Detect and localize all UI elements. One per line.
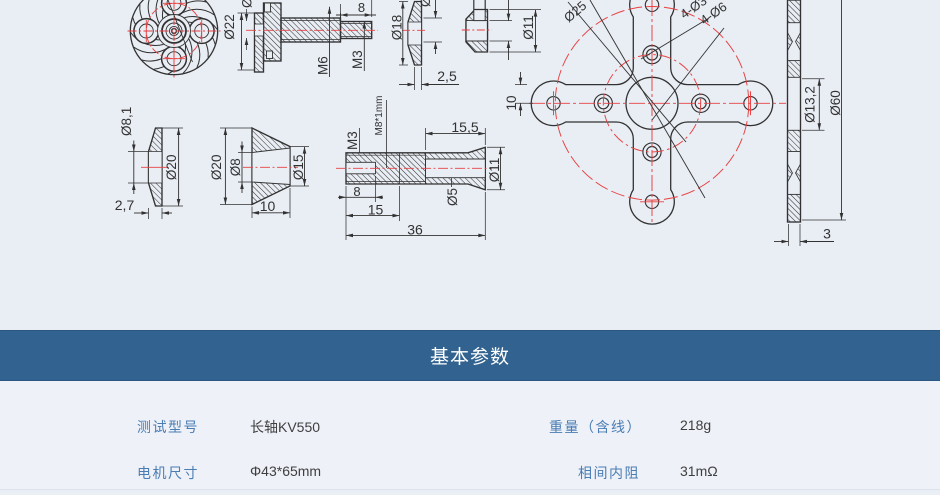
- svg-text:8: 8: [358, 0, 365, 15]
- svg-text:M3: M3: [350, 50, 365, 69]
- svg-text:2,5: 2,5: [437, 68, 457, 84]
- svg-text:Ø13,2: Ø13,2: [803, 86, 818, 123]
- svg-text:Ø11: Ø11: [521, 15, 536, 40]
- svg-text:3: 3: [823, 226, 831, 242]
- svg-text:10: 10: [260, 198, 276, 214]
- svg-text:Ø22: Ø22: [222, 14, 237, 40]
- svg-text:M3: M3: [345, 131, 360, 150]
- svg-text:Ø5: Ø5: [445, 188, 460, 206]
- svg-text:Ø11: Ø11: [487, 158, 502, 183]
- svg-text:M6: M6: [316, 56, 331, 75]
- svg-text:8: 8: [353, 184, 360, 199]
- svg-text:Ø20: Ø20: [164, 155, 179, 181]
- svg-text:36: 36: [407, 222, 423, 238]
- svg-text:Ø20: Ø20: [209, 155, 224, 181]
- svg-text:15: 15: [368, 202, 384, 218]
- svg-text:Ø8,1: Ø8,1: [119, 107, 134, 136]
- svg-text:Ø8: Ø8: [418, 0, 433, 7]
- svg-text:2,7: 2,7: [115, 197, 135, 213]
- svg-text:Ø6: Ø6: [240, 0, 255, 8]
- svg-text:Ø18: Ø18: [390, 15, 405, 41]
- svg-text:Ø15: Ø15: [291, 155, 306, 181]
- svg-text:15,5: 15,5: [451, 119, 478, 135]
- svg-text:M8*1mm: M8*1mm: [374, 95, 385, 135]
- svg-text:10: 10: [504, 95, 519, 110]
- svg-text:Ø60: Ø60: [828, 90, 843, 116]
- svg-text:Ø8: Ø8: [228, 158, 243, 176]
